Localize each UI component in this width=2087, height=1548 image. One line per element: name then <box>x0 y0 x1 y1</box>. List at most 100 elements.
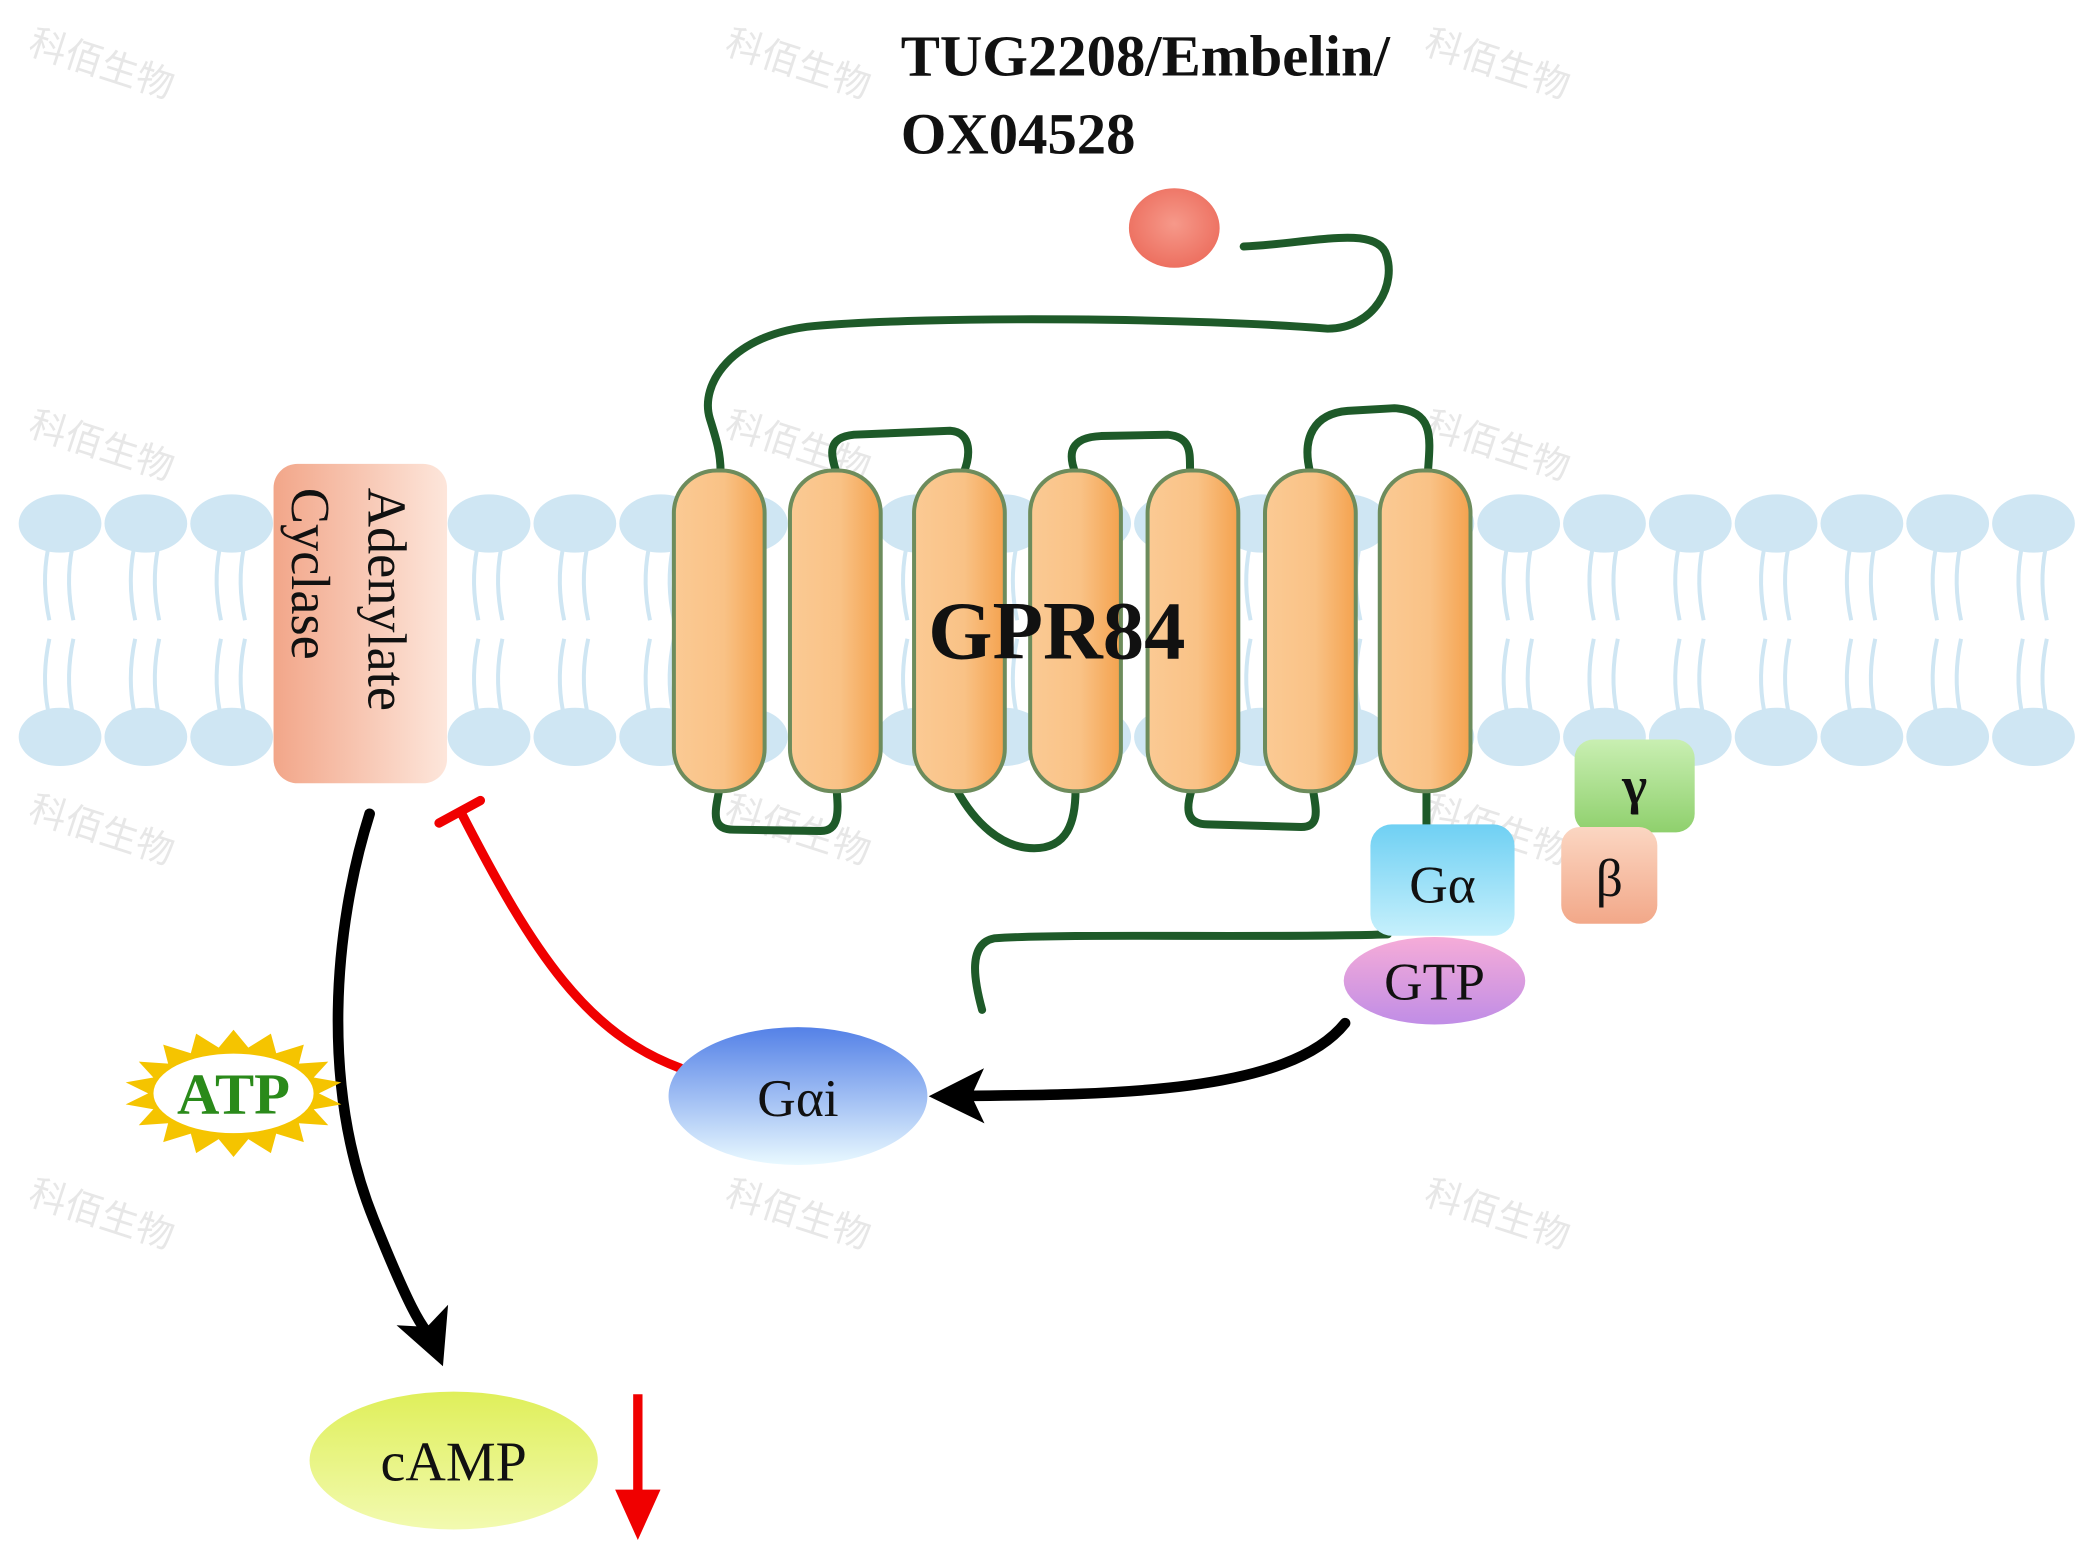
lipid-tail <box>1759 548 1768 621</box>
adenylate-cyclase-box <box>273 463 448 784</box>
lipid-tail <box>238 638 247 711</box>
helix-7 <box>1377 468 1473 794</box>
lipid-head <box>447 707 531 767</box>
lipid-tail <box>496 548 505 621</box>
adenylate-cyclase: Adenylate Cyclase <box>273 463 448 784</box>
lipid-head <box>1820 707 1904 767</box>
adenylate-cyclase-label-line2: Cyclase <box>280 488 341 660</box>
lipid-head <box>1992 707 2075 767</box>
lipid-tail <box>1010 548 1020 621</box>
intracellular-loop-3 <box>1184 785 1320 831</box>
lipid-tail <box>1244 638 1253 711</box>
lipid-tail <box>1525 548 1534 621</box>
lipid-tail <box>67 548 76 621</box>
intracellular-loop-2 <box>952 785 1080 853</box>
lipid-tail <box>581 638 591 711</box>
lipid-tail <box>2040 548 2049 621</box>
watermark: 科佰生物 <box>24 786 180 874</box>
lipid-tail <box>1611 638 1620 711</box>
helix-1 <box>671 468 767 794</box>
watermark: 科佰生物 <box>720 20 876 108</box>
activation-arrow-gtp-to-gai <box>928 1017 1351 1124</box>
extracellular-loop-2 <box>1067 430 1195 478</box>
lipid-tail <box>1868 638 1878 711</box>
atp-label: ATP <box>177 1061 290 1126</box>
receptor-label: GPR84 <box>928 586 1185 677</box>
lipid-tail <box>43 548 52 621</box>
lipid-tail <box>1868 548 1878 621</box>
g-gamma-label: γ <box>1621 756 1647 815</box>
lipid-tail <box>128 548 138 621</box>
watermark: 科佰生物 <box>1420 1170 1576 1258</box>
gtp-ellipse <box>1343 937 1526 1025</box>
ligand-label-line1: TUG2208/Embelin/ <box>901 24 1391 89</box>
lipid-tail <box>901 548 910 621</box>
lipid-head <box>1734 494 1818 553</box>
lipid-head <box>1477 494 1561 553</box>
atp-starburst-inner <box>153 1053 314 1134</box>
lipid-tail <box>1783 548 1792 621</box>
helix-6 <box>1263 468 1358 794</box>
lipid-head <box>447 494 531 553</box>
gpr84-transmembrane-helices <box>671 468 1473 794</box>
watermark: 科佰生物 <box>1420 20 1576 108</box>
lipid-tail <box>1930 548 1939 621</box>
lipid-tail <box>643 638 652 711</box>
g-alpha-i-label: Gαi <box>757 1069 838 1128</box>
ligand-molecule <box>1128 188 1220 268</box>
lipid-tail <box>557 548 567 621</box>
decrease-arrow-head <box>615 1489 661 1541</box>
lipid-head <box>1648 494 1732 553</box>
lipid-tail <box>643 548 652 621</box>
lipid-tail <box>1244 548 1253 621</box>
lipid-head <box>18 494 102 553</box>
watermark: 科佰生物 <box>24 402 180 490</box>
g-beta-label: β <box>1596 849 1623 908</box>
atp: ATP <box>125 1029 342 1158</box>
g-alpha-box <box>1370 824 1515 936</box>
lipid-tail <box>1587 638 1596 711</box>
camp: cAMP <box>309 1391 598 1530</box>
lipid-head <box>1477 707 1561 767</box>
conversion-arrow-ac-to-camp <box>332 808 449 1367</box>
lipid-tail <box>1587 548 1596 621</box>
inhibition-line <box>457 809 686 1073</box>
lipid-tail <box>901 638 910 711</box>
lipid-tail <box>1844 548 1854 621</box>
lipid-tail <box>496 638 505 711</box>
g-alpha-label: Gα <box>1409 856 1476 915</box>
lipid-tail <box>581 548 591 621</box>
lipid-head <box>533 494 617 553</box>
lipid-tail <box>472 548 481 621</box>
lipid-head <box>190 707 274 767</box>
g-alpha-i-ellipse <box>668 1027 928 1165</box>
lipid-tail <box>238 548 247 621</box>
helix-2 <box>787 468 883 794</box>
lipid-tail <box>2040 638 2049 711</box>
g-gamma-box <box>1574 739 1695 833</box>
lipid-head <box>1734 707 1818 767</box>
lipid-tail <box>1525 638 1534 711</box>
lipid-tail <box>1759 638 1768 711</box>
lipid-tail <box>128 638 138 711</box>
lipid-tail <box>2016 548 2025 621</box>
g-beta-subunit: β <box>1561 827 1658 924</box>
gtp-label: GTP <box>1384 952 1485 1011</box>
decrease-arrow <box>615 1394 661 1541</box>
inhibition-bar <box>434 795 486 828</box>
lipid-tail <box>2016 638 2025 711</box>
lipid-tail <box>1697 548 1706 621</box>
lipid-head <box>1906 707 1990 767</box>
lipid-tail <box>557 638 567 711</box>
lipid-head <box>1820 494 1904 553</box>
helix-4 <box>1028 468 1123 794</box>
lipid-tail <box>472 638 481 711</box>
lipid-head <box>1992 494 2075 553</box>
lipid-head <box>1563 494 1646 553</box>
lipid-tail <box>1501 548 1510 621</box>
lipid-head <box>1906 494 1990 553</box>
lipid-tail <box>1010 638 1020 711</box>
gtp: GTP <box>1343 937 1526 1025</box>
lipid-tail <box>1783 638 1792 711</box>
n-terminal-loop <box>703 233 1393 476</box>
